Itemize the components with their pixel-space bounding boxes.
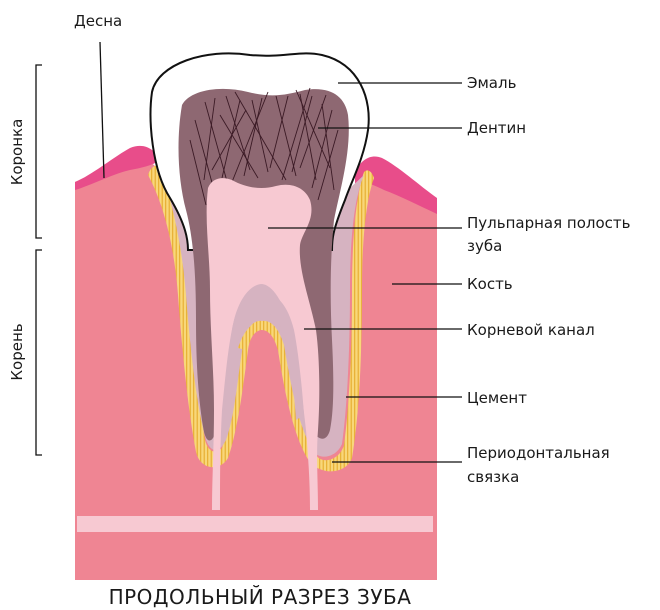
cementum-label: Цемент [467,389,527,407]
ligament-label-line1: Периодонтальная [467,444,610,462]
diagram-caption: ПРОДОЛЬНЫЙ РАЗРЕЗ ЗУБА [109,585,412,609]
bone-label: Кость [467,275,513,293]
crown-bracket [36,65,42,238]
ligament-label-line2: связка [467,468,519,486]
root-bracket [36,250,42,455]
root-canal-label: Корневой канал [467,321,595,339]
gum-label: Десна [74,12,122,30]
pulp-label-line2: зуба [467,237,502,255]
leader-gum [100,42,104,178]
dentin-label: Дентин [467,119,526,137]
crown-section-label: Коронка [8,119,26,186]
root-section-label: Корень [8,323,26,380]
pulp-label-line1: Пульпарная полость [467,214,630,232]
vessel-band [77,516,433,532]
enamel-label: Эмаль [467,74,516,92]
